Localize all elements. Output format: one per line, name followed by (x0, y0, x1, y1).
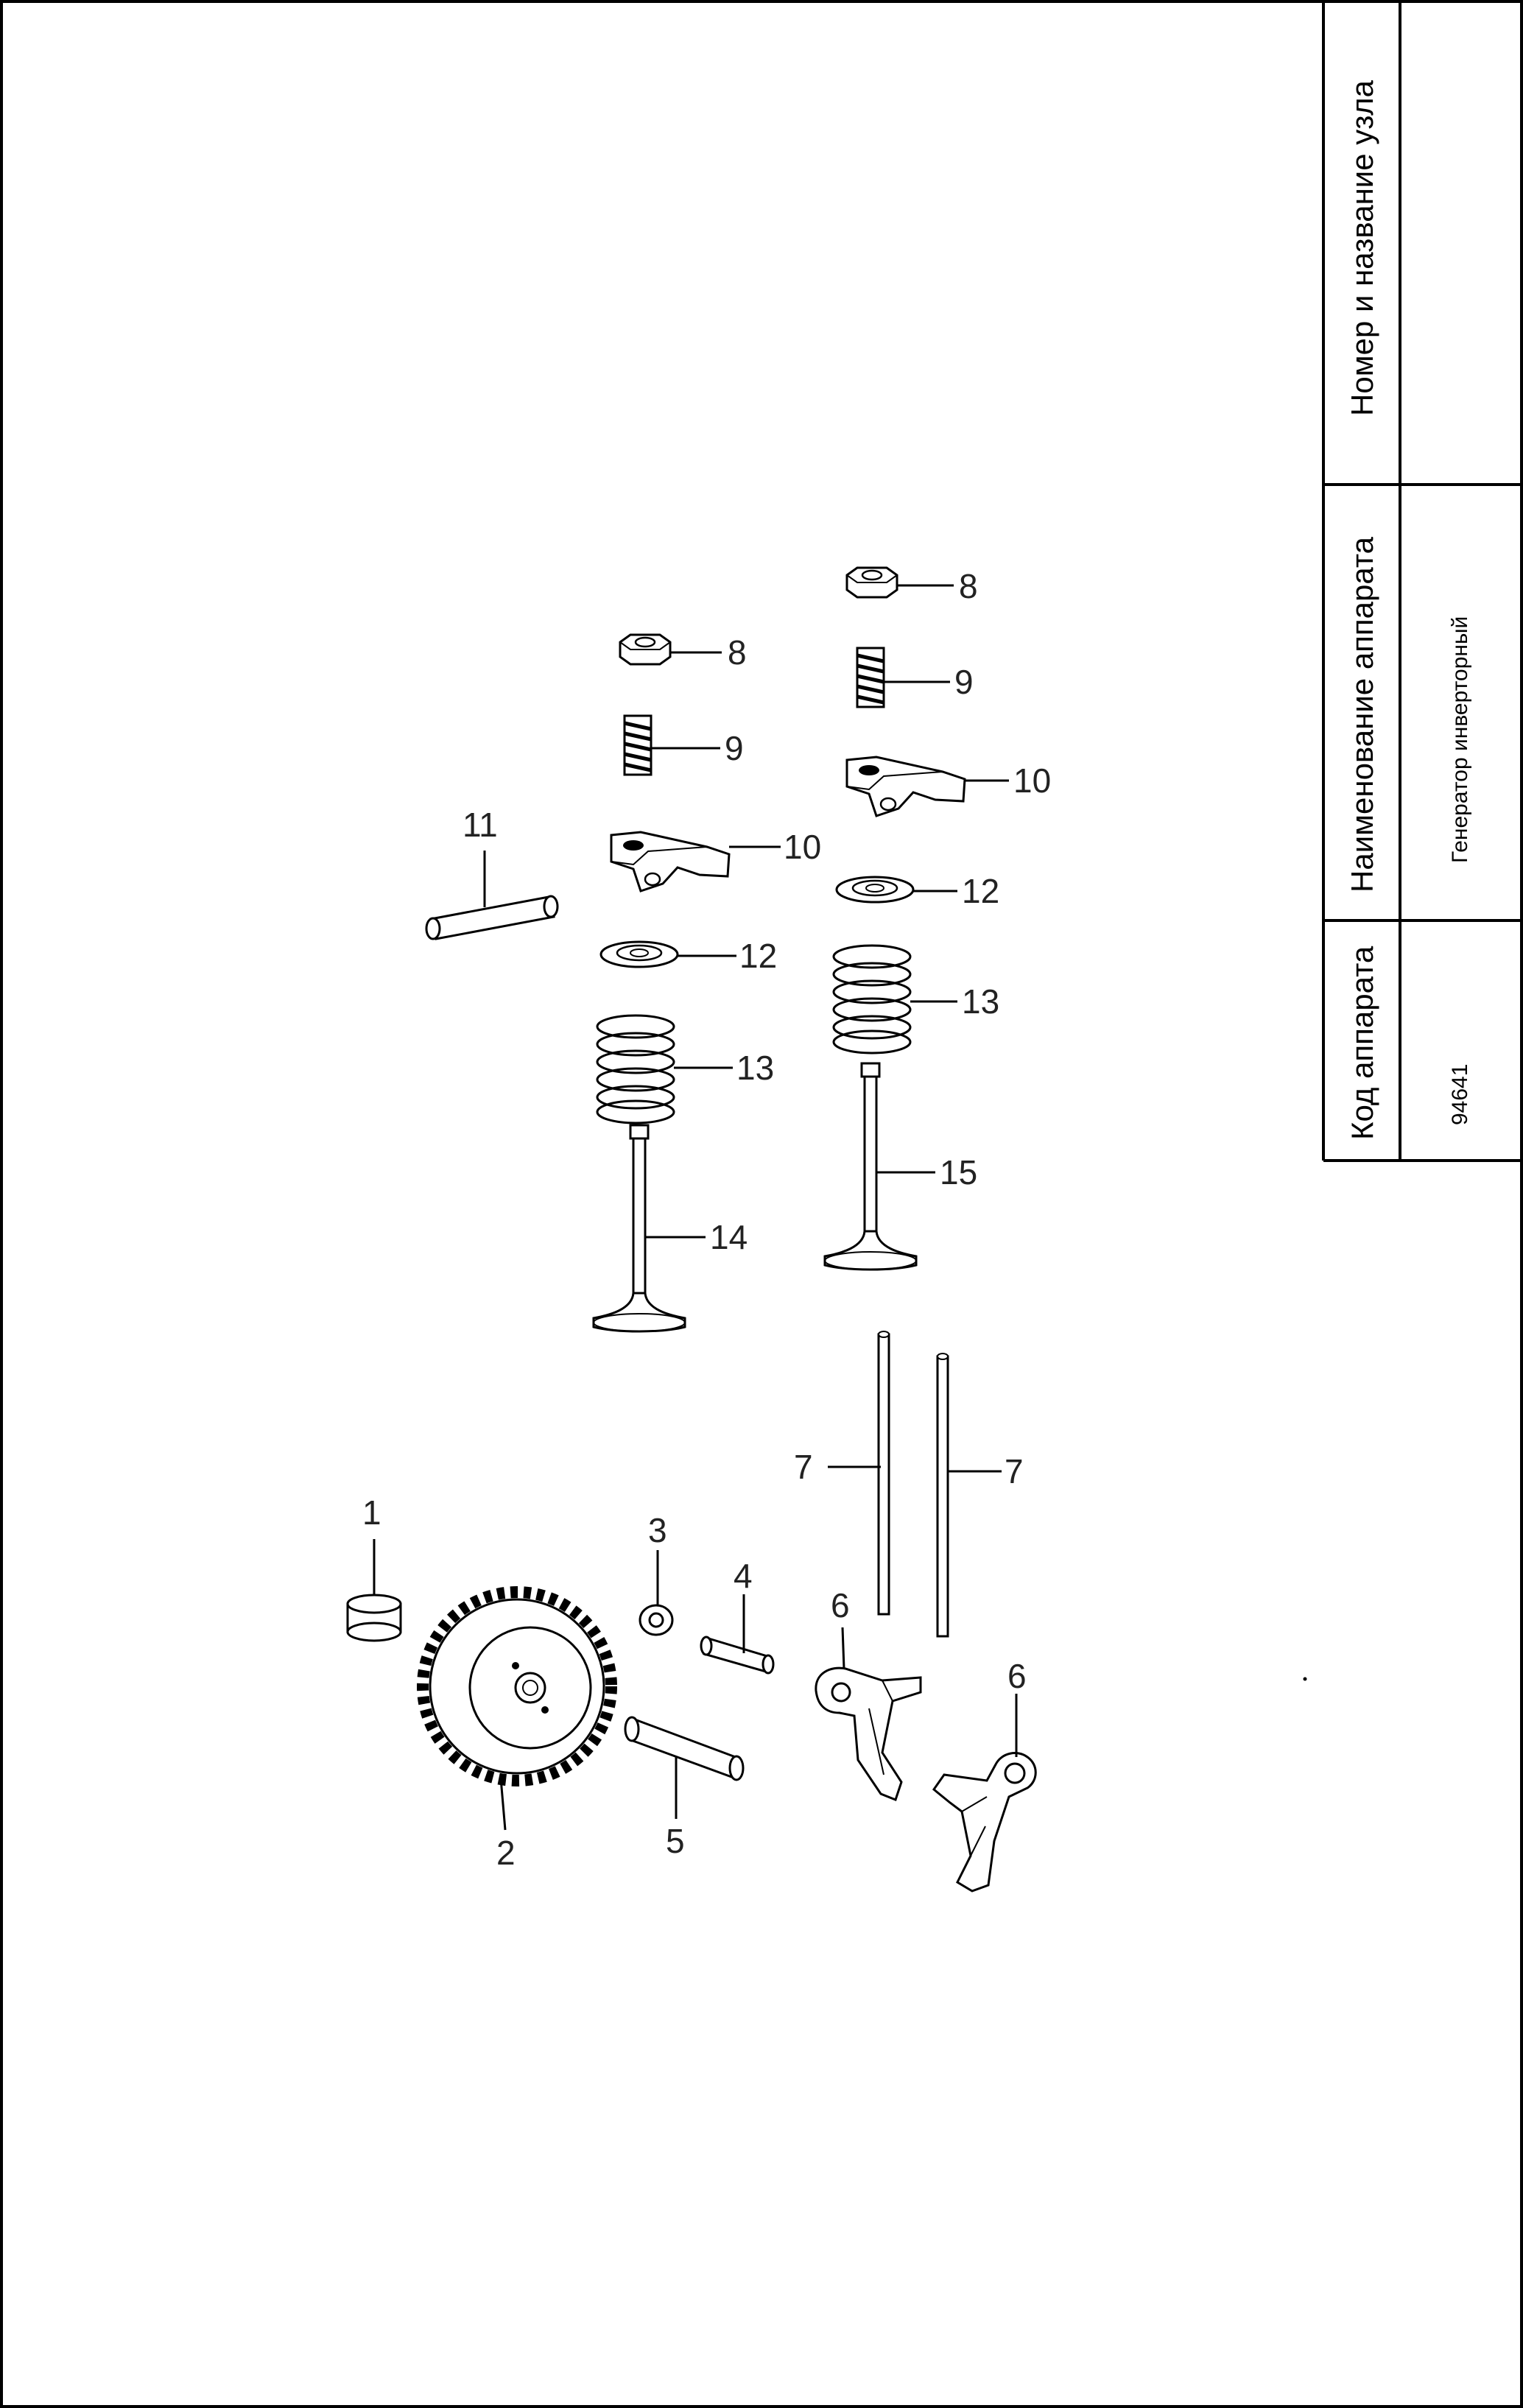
callout-11: 11 (462, 806, 498, 844)
shaft-5 (624, 1716, 745, 1819)
spring-9-right (857, 648, 884, 707)
valve-spring-13-left (596, 1014, 675, 1124)
callout-12-left: 12 (739, 937, 777, 975)
washer-3 (639, 1550, 674, 1636)
callout-10-right: 10 (1013, 761, 1051, 800)
title-block-grid (1322, 1, 1522, 1162)
nut-8-right (845, 566, 898, 599)
valve-14 (592, 1124, 686, 1333)
nut-8-left (619, 633, 672, 666)
valve-15 (823, 1062, 918, 1271)
rocker-arm-10-right (845, 756, 966, 817)
pushrod-7-left (877, 1330, 890, 1616)
retainer-12-left (599, 940, 679, 968)
cam-gear-2 (417, 1586, 617, 1831)
pushrod-7-right (936, 1352, 949, 1638)
callout-12-right: 12 (962, 872, 999, 910)
callout-3: 3 (648, 1511, 667, 1549)
callout-8-right: 8 (959, 567, 978, 605)
callout-15: 15 (940, 1153, 977, 1191)
header-unit-name: Номер и название узла (1345, 80, 1379, 416)
callout-14: 14 (710, 1218, 748, 1256)
rocker-shaft-11 (425, 851, 559, 940)
rocker-arm-10-left (610, 831, 731, 893)
tappet-6-left (815, 1627, 922, 1801)
spring-9-left (625, 716, 651, 775)
value-device-code: 94641 (1448, 1063, 1472, 1125)
callout-8-left: 8 (728, 633, 747, 672)
callout-13-left: 13 (736, 1049, 774, 1087)
header-device-name: Наименование аппарата (1345, 537, 1379, 893)
callout-10-left: 10 (784, 828, 821, 866)
callout-6-left: 6 (831, 1586, 850, 1624)
callout-5: 5 (666, 1822, 685, 1860)
callout-4: 4 (734, 1557, 753, 1595)
callout-2: 2 (496, 1834, 516, 1872)
callout-9-right: 9 (954, 663, 974, 701)
header-device-code: Код аппарата (1345, 946, 1379, 1140)
bushing-1 (346, 1539, 402, 1642)
callout-7-right: 7 (1005, 1452, 1024, 1490)
callout-6-right: 6 (1007, 1657, 1027, 1695)
callout-1: 1 (362, 1493, 381, 1532)
tappet-6-right (932, 1694, 1037, 1893)
callout-7-left: 7 (794, 1448, 813, 1486)
valve-spring-13-right (832, 944, 912, 1055)
callout-9-left: 9 (725, 729, 744, 767)
value-device-name: Генератор инверторный (1448, 616, 1472, 863)
retainer-12-right (835, 876, 915, 904)
callout-13-right: 13 (962, 982, 999, 1021)
pin-4 (700, 1594, 775, 1675)
